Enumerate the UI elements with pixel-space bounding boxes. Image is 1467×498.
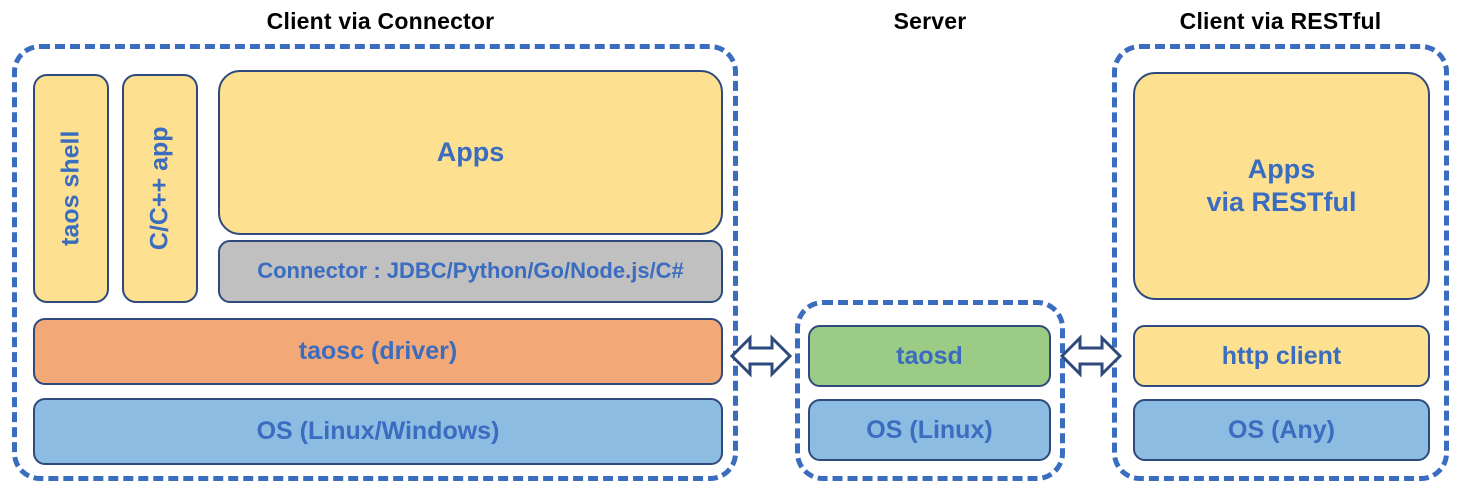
panel-server	[795, 300, 1065, 481]
box-apps[interactable]: Apps	[218, 70, 723, 235]
box-http-client-label: http client	[1221, 341, 1342, 370]
box-apps-via-restful-label-line2: via RESTful	[1206, 187, 1357, 217]
panel-client-via-connector	[12, 44, 738, 481]
box-c-cpp-app-label: C/C++ app	[145, 126, 174, 251]
double-headed-arrow-icon-server-restful	[1060, 328, 1122, 384]
box-os-linux-label: OS (Linux)	[866, 415, 993, 444]
box-http-client[interactable]: http client	[1133, 325, 1430, 387]
section-title-client-via-connector: Client via Connector	[266, 8, 495, 34]
box-taosd[interactable]: taosd	[808, 325, 1051, 387]
box-os-linux[interactable]: OS (Linux)	[808, 399, 1051, 461]
box-taos-shell-label: taos shell	[56, 130, 85, 247]
box-apps-via-restful-label-line1: Apps	[1247, 154, 1316, 185]
section-title-server: Server	[893, 8, 967, 34]
box-os-any[interactable]: OS (Any)	[1133, 399, 1430, 461]
box-connector[interactable]: Connector : JDBC/Python/Go/Node.js/C#	[218, 240, 723, 303]
box-os-linux-windows-label: OS (Linux/Windows)	[256, 417, 500, 446]
box-apps-via-restful[interactable]: Apps via RESTful	[1133, 72, 1430, 300]
section-title-client-via-restful: Client via RESTful	[1179, 8, 1382, 34]
double-headed-arrow-icon-connector-server	[730, 328, 792, 384]
box-c-cpp-app[interactable]: C/C++ app	[122, 74, 198, 303]
box-taos-shell[interactable]: taos shell	[33, 74, 109, 303]
box-connector-label: Connector : JDBC/Python/Go/Node.js/C#	[257, 258, 684, 284]
box-taosc-driver[interactable]: taosc (driver)	[33, 318, 723, 385]
box-taosd-label: taosd	[896, 341, 963, 370]
box-apps-label: Apps	[436, 137, 505, 168]
box-taosc-driver-label: taosc (driver)	[298, 337, 458, 366]
box-os-any-label: OS (Any)	[1228, 415, 1335, 444]
panel-client-via-restful	[1112, 44, 1449, 481]
box-os-linux-windows[interactable]: OS (Linux/Windows)	[33, 398, 723, 465]
